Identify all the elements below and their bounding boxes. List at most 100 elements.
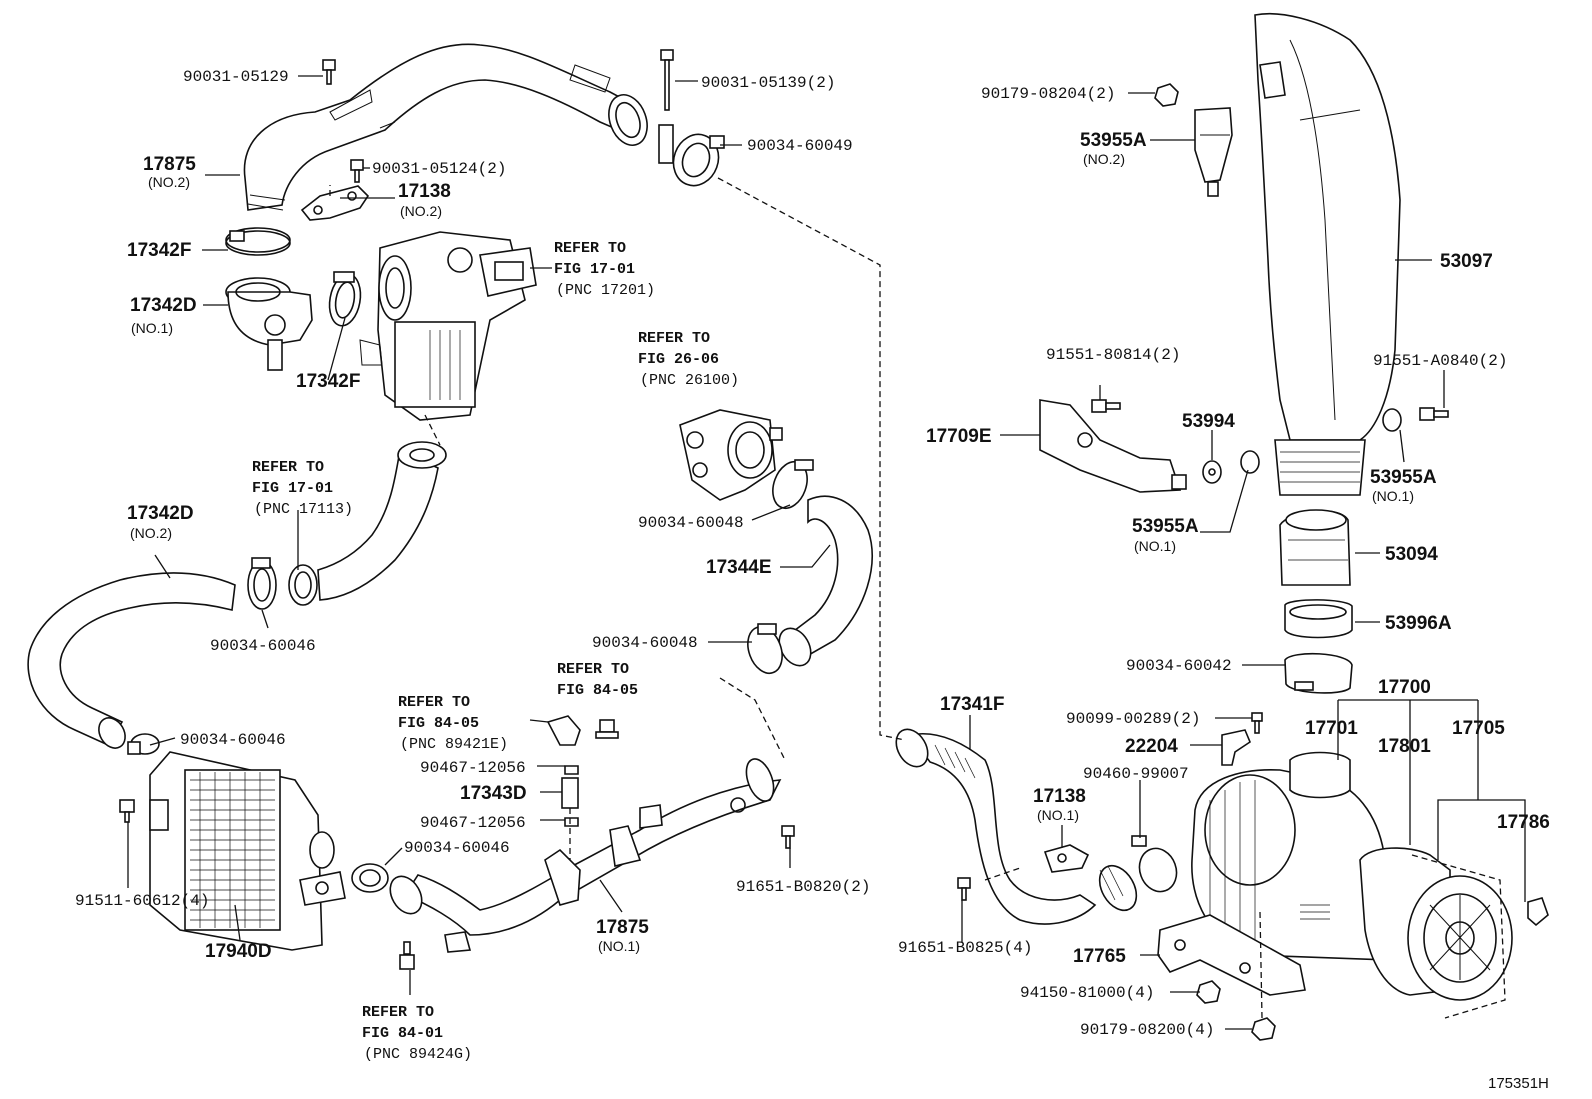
seal-53996a <box>1284 599 1353 639</box>
label-53955a-no1-left-sub: (NO.1) <box>1134 538 1176 554</box>
label-ref-26100-line3: (PNC 26100) <box>640 372 739 389</box>
label-91651-b0820: 91651-B0820(2) <box>736 878 870 896</box>
label-90034-60042: 90034-60042 <box>1126 657 1232 675</box>
grommet-53955a-no1-left <box>1240 450 1260 474</box>
label-ref-26100-line1: REFER TO <box>638 330 710 347</box>
label-ref-17113-line2: FIG 17-01 <box>252 480 333 497</box>
label-90179-08204: 90179-08204(2) <box>981 85 1115 103</box>
label-17875-no2: 17875 <box>143 154 196 175</box>
label-17342d-no2: 17342D <box>127 503 194 524</box>
intake-pipe-no2 <box>243 43 648 211</box>
label-90034-60046-lower: 90034-60046 <box>404 839 510 857</box>
bracket-17138-no1 <box>1043 844 1090 873</box>
label-ref-26100-line2: FIG 26-06 <box>638 351 719 368</box>
label-17940d: 17940D <box>205 941 272 962</box>
bolt-90031-05129 <box>322 59 336 85</box>
label-53955a-no1-right-sub: (NO.1) <box>1372 488 1414 504</box>
nut-90179-08204 <box>1154 83 1179 107</box>
label-ref-89424g-line1: REFER TO <box>362 1004 434 1021</box>
label-17709e: 17709E <box>926 426 992 447</box>
elbow-17342d-no1 <box>225 277 313 371</box>
label-17342f-upper: 17342F <box>127 240 191 261</box>
clip-17786 <box>1527 897 1549 927</box>
label-53094: 53094 <box>1385 544 1438 565</box>
clamp-90034-60046-upper <box>247 557 277 610</box>
clamp-90034-60048-lower <box>747 623 783 675</box>
label-22204: 22204 <box>1125 736 1178 757</box>
leader-lines <box>127 75 1526 1030</box>
label-90031-05139: 90031-05139(2) <box>701 74 835 92</box>
label-90034-60046-intercooler: 90034-60046 <box>180 731 286 749</box>
label-90031-05129: 90031-05129 <box>183 68 289 86</box>
hose-17343d <box>561 765 579 827</box>
label-17875-no1: 17875 <box>596 917 649 938</box>
label-53097: 53097 <box>1440 251 1493 272</box>
label-90099-00289: 90099-00289(2) <box>1066 710 1200 728</box>
washer-53994 <box>1202 460 1222 484</box>
label-53955a-no2-sub: (NO.2) <box>1083 151 1125 167</box>
nut-94150-81000 <box>1196 980 1221 1004</box>
bolt-91551-80814 <box>1091 399 1121 413</box>
label-17705: 17705 <box>1452 718 1505 739</box>
nut-90179-08200 <box>1251 1017 1276 1041</box>
connection-lines <box>329 177 1263 1019</box>
label-91551-a0840: 91551-A0840(2) <box>1373 352 1507 370</box>
label-17138-no2-sub: (NO.2) <box>400 203 442 219</box>
figure-code: 175351H <box>1488 1075 1549 1092</box>
sensor-89424g <box>399 941 415 970</box>
label-ref-89421e-line3: (PNC 89421E) <box>400 736 508 753</box>
label-17786: 17786 <box>1497 812 1550 833</box>
label-ref-89424g-line2: FIG 84-01 <box>362 1025 443 1042</box>
label-91511-60612: 91511-60612(4) <box>75 892 209 910</box>
label-90034-60048-lower: 90034-60048 <box>592 634 698 652</box>
label-53996a: 53996A <box>1385 613 1452 634</box>
part-labels: 90031-05129 90031-05139(2) 90034-60049 1… <box>75 68 1550 1092</box>
hose-17344e <box>778 495 873 667</box>
label-17341f: 17341F <box>940 694 1004 715</box>
label-17342d-no1: 17342D <box>130 295 197 316</box>
label-ref-17201-line2: FIG 17-01 <box>554 261 635 278</box>
label-53994: 53994 <box>1182 411 1235 432</box>
label-17875-no2-sub: (NO.2) <box>148 174 190 190</box>
throttle-body <box>679 409 783 501</box>
air-cleaner-assembly <box>1191 751 1513 1019</box>
hose-17341f <box>895 728 1138 925</box>
label-17765: 17765 <box>1073 946 1126 967</box>
label-ref-17113-line1: REFER TO <box>252 459 324 476</box>
label-90467-12056-lower: 90467-12056 <box>420 814 526 832</box>
label-17700: 17700 <box>1378 677 1431 698</box>
label-17138-no1: 17138 <box>1033 786 1086 807</box>
label-ref-17201-line3: (PNC 17201) <box>556 282 655 299</box>
label-90467-12056-upper: 90467-12056 <box>420 759 526 777</box>
turbo-outlet-pipe <box>288 441 447 606</box>
clamp-17342f-upper <box>225 227 291 256</box>
bracket-17138-no2 <box>300 185 370 221</box>
label-17342d-no1-sub: (NO.1) <box>131 320 173 336</box>
label-17342f-lower: 17342F <box>296 371 360 392</box>
bracket-53955a-no2 <box>1194 107 1233 197</box>
clamp-17342f-lower <box>328 271 362 327</box>
clamp-90034-60049 <box>672 133 725 187</box>
label-91651-b0825: 91651-B0825(4) <box>898 939 1032 957</box>
bolt-90031-05124 <box>350 159 364 183</box>
label-94150-81000: 94150-81000(4) <box>1020 984 1154 1002</box>
grommet-53955a-no1-right <box>1382 407 1449 432</box>
label-17344e: 17344E <box>706 557 772 578</box>
label-ref-89421e-line1: REFER TO <box>398 694 470 711</box>
label-90034-60049: 90034-60049 <box>747 137 853 155</box>
label-17138-no2: 17138 <box>398 181 451 202</box>
label-17801: 17801 <box>1378 736 1431 757</box>
label-17701: 17701 <box>1305 718 1358 739</box>
intercooler-17940d <box>149 751 346 951</box>
bolt-91651-b0825 <box>957 877 971 901</box>
bolt-91651-b0820 <box>781 825 795 849</box>
label-90460-99007: 90460-99007 <box>1083 765 1189 783</box>
label-17342d-no2-sub: (NO.2) <box>130 525 172 541</box>
sensor-22204 <box>1221 712 1263 766</box>
snorkel-53097 <box>1254 12 1401 496</box>
label-17138-no1-sub: (NO.1) <box>1037 807 1079 823</box>
label-53955a-no1-left: 53955A <box>1132 516 1199 537</box>
label-ref-8405-line2: FIG 84-05 <box>557 682 638 699</box>
label-53955a-no1-right: 53955A <box>1370 467 1437 488</box>
